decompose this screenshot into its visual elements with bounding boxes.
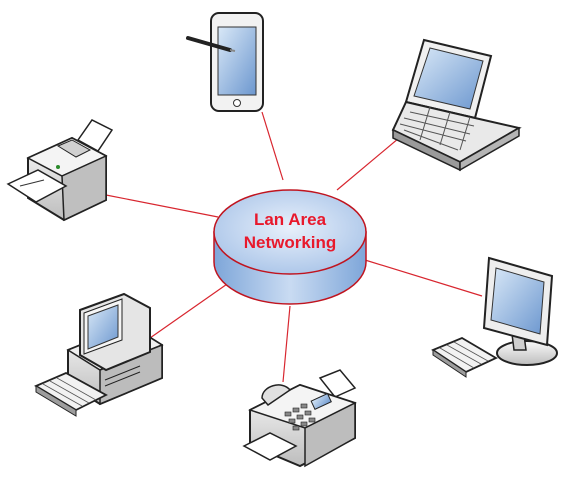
tablet-with-stylus-icon bbox=[186, 12, 264, 112]
link-laptop bbox=[336, 132, 406, 191]
hub-label-line2: Networking bbox=[244, 233, 337, 252]
link-tablet bbox=[261, 111, 284, 181]
lan-hub: Lan Area Networking bbox=[213, 189, 367, 305]
network-links bbox=[105, 111, 483, 383]
link-printer bbox=[105, 194, 219, 218]
link-monitor bbox=[364, 259, 483, 297]
hub-label-line1: Lan Area bbox=[254, 210, 327, 229]
link-fax bbox=[282, 305, 291, 383]
lcd-monitor-keyboard-icon bbox=[431, 256, 558, 378]
laptop-icon bbox=[391, 38, 522, 172]
link-desktop bbox=[149, 281, 231, 339]
desktop-computer-icon bbox=[34, 292, 164, 417]
printer-icon bbox=[6, 119, 114, 222]
fax-machine-icon bbox=[242, 369, 357, 468]
